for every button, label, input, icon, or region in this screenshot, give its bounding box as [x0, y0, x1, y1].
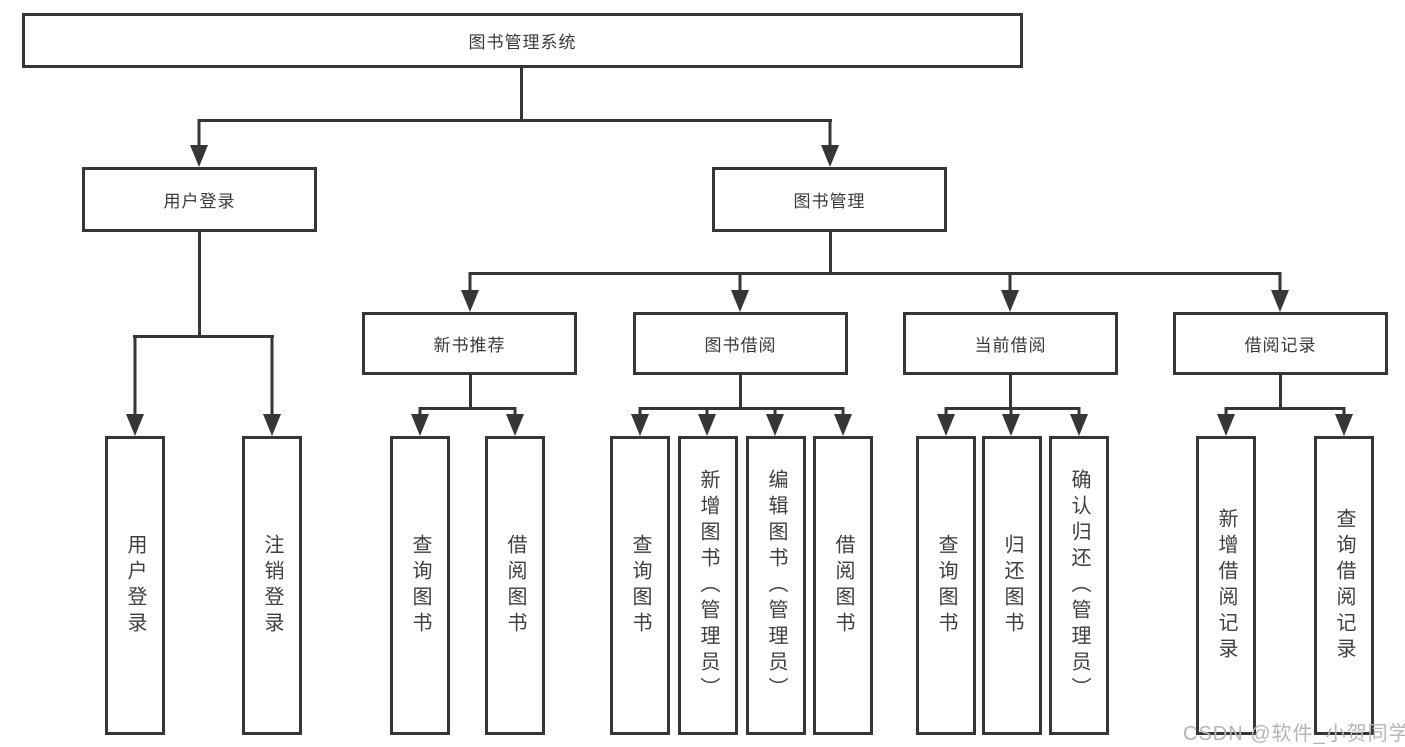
node-root-label: 图书管理系统 — [468, 33, 577, 52]
leaf-edit-books-admin: 编辑图书（管理员） — [746, 436, 806, 735]
connector-records-stub — [1279, 375, 1282, 408]
connector-borrowing-stub — [739, 375, 742, 408]
leaf-user-login-label: 用户登录 — [124, 533, 146, 638]
connector-level1-bracket — [199, 119, 832, 122]
leaf-borrow-books-recommend: 借阅图书 — [485, 436, 545, 735]
leaf-query-books-recommend-label: 查询图书 — [409, 533, 431, 638]
node-borrowing-records-label: 借阅记录 — [1244, 336, 1317, 355]
arrow-down-icon — [698, 407, 716, 436]
leaf-query-books-current-label: 查询图书 — [935, 533, 957, 638]
leaf-query-borrow-record: 查询借阅记录 — [1314, 436, 1374, 735]
leaf-query-borrow-record-label: 查询借阅记录 — [1333, 507, 1355, 664]
leaf-borrow-books-borrowing: 借阅图书 — [813, 436, 873, 735]
leaf-query-books-current: 查询图书 — [916, 436, 976, 735]
node-user-login-label: 用户登录 — [163, 192, 236, 211]
leaf-add-books-admin: 新增图书（管理员） — [678, 436, 738, 735]
node-book-borrowing: 图书借阅 — [633, 312, 848, 375]
connector-user-login-bracket — [133, 335, 274, 338]
arrow-down-icon — [1070, 407, 1088, 436]
leaf-logout: 注销登录 — [242, 436, 302, 735]
connector-current-stub — [1009, 375, 1012, 408]
arrow-down-icon — [731, 272, 749, 312]
leaf-confirm-return-admin: 确认归还（管理员） — [1049, 436, 1109, 735]
connector-user-login-stub — [198, 232, 201, 336]
leaf-add-borrow-record: 新增借阅记录 — [1196, 436, 1256, 735]
leaf-borrow-books-borrowing-label: 借阅图书 — [832, 533, 854, 638]
connector-records-bracket — [1226, 407, 1345, 410]
arrow-down-icon — [461, 272, 479, 312]
arrow-down-icon — [766, 407, 784, 436]
node-borrowing-records: 借阅记录 — [1173, 312, 1388, 375]
connector-book-mgmt-stub — [829, 232, 832, 272]
node-user-login: 用户登录 — [82, 167, 317, 232]
connector-recommend-bracket — [420, 407, 516, 410]
leaf-query-books-borrowing: 查询图书 — [610, 436, 670, 735]
node-book-management: 图书管理 — [712, 167, 947, 232]
node-root: 图书管理系统 — [22, 13, 1023, 68]
arrow-down-icon — [411, 407, 429, 436]
leaf-confirm-return-admin-label: 确认归还（管理员） — [1068, 468, 1090, 703]
arrow-down-icon — [1001, 272, 1019, 312]
node-current-borrowing-label: 当前借阅 — [974, 336, 1047, 355]
arrow-down-icon — [263, 335, 281, 436]
arrow-down-icon — [834, 407, 852, 436]
arrow-down-icon — [1335, 407, 1353, 436]
arrow-down-icon — [1217, 407, 1235, 436]
arrow-down-icon — [821, 119, 839, 167]
node-book-management-label: 图书管理 — [793, 192, 866, 211]
leaf-borrow-books-recommend-label: 借阅图书 — [504, 533, 526, 638]
arrow-down-icon — [937, 407, 955, 436]
arrow-down-icon — [1271, 272, 1289, 312]
leaf-return-books-label: 归还图书 — [1001, 533, 1023, 638]
leaf-user-login: 用户登录 — [105, 436, 165, 735]
connector-root-trunk — [520, 66, 523, 119]
arrow-down-icon — [631, 407, 649, 436]
node-current-borrowing: 当前借阅 — [903, 312, 1118, 375]
arrow-down-icon — [1002, 407, 1020, 436]
arrow-down-icon — [190, 119, 208, 167]
leaf-add-books-admin-label: 新增图书（管理员） — [697, 468, 719, 703]
node-new-book-recommend: 新书推荐 — [362, 312, 577, 375]
csdn-watermark: CSDN @软件_小贺同学 — [1183, 723, 1405, 745]
node-new-book-recommend-label: 新书推荐 — [433, 336, 506, 355]
leaf-return-books: 归还图书 — [982, 436, 1042, 735]
leaf-logout-label: 注销登录 — [261, 533, 283, 638]
leaf-query-books-recommend: 查询图书 — [390, 436, 450, 735]
leaf-add-borrow-record-label: 新增借阅记录 — [1215, 507, 1237, 664]
node-book-borrowing-label: 图书借阅 — [704, 336, 777, 355]
connector-level2-bracket — [470, 272, 1281, 275]
arrow-down-icon — [126, 335, 144, 436]
connector-current-bracket — [946, 407, 1080, 410]
connector-recommend-stub — [469, 375, 472, 408]
connector-borrowing-bracket — [640, 407, 844, 410]
arrow-down-icon — [506, 407, 524, 436]
leaf-edit-books-admin-label: 编辑图书（管理员） — [765, 468, 787, 703]
leaf-query-books-borrowing-label: 查询图书 — [629, 533, 651, 638]
